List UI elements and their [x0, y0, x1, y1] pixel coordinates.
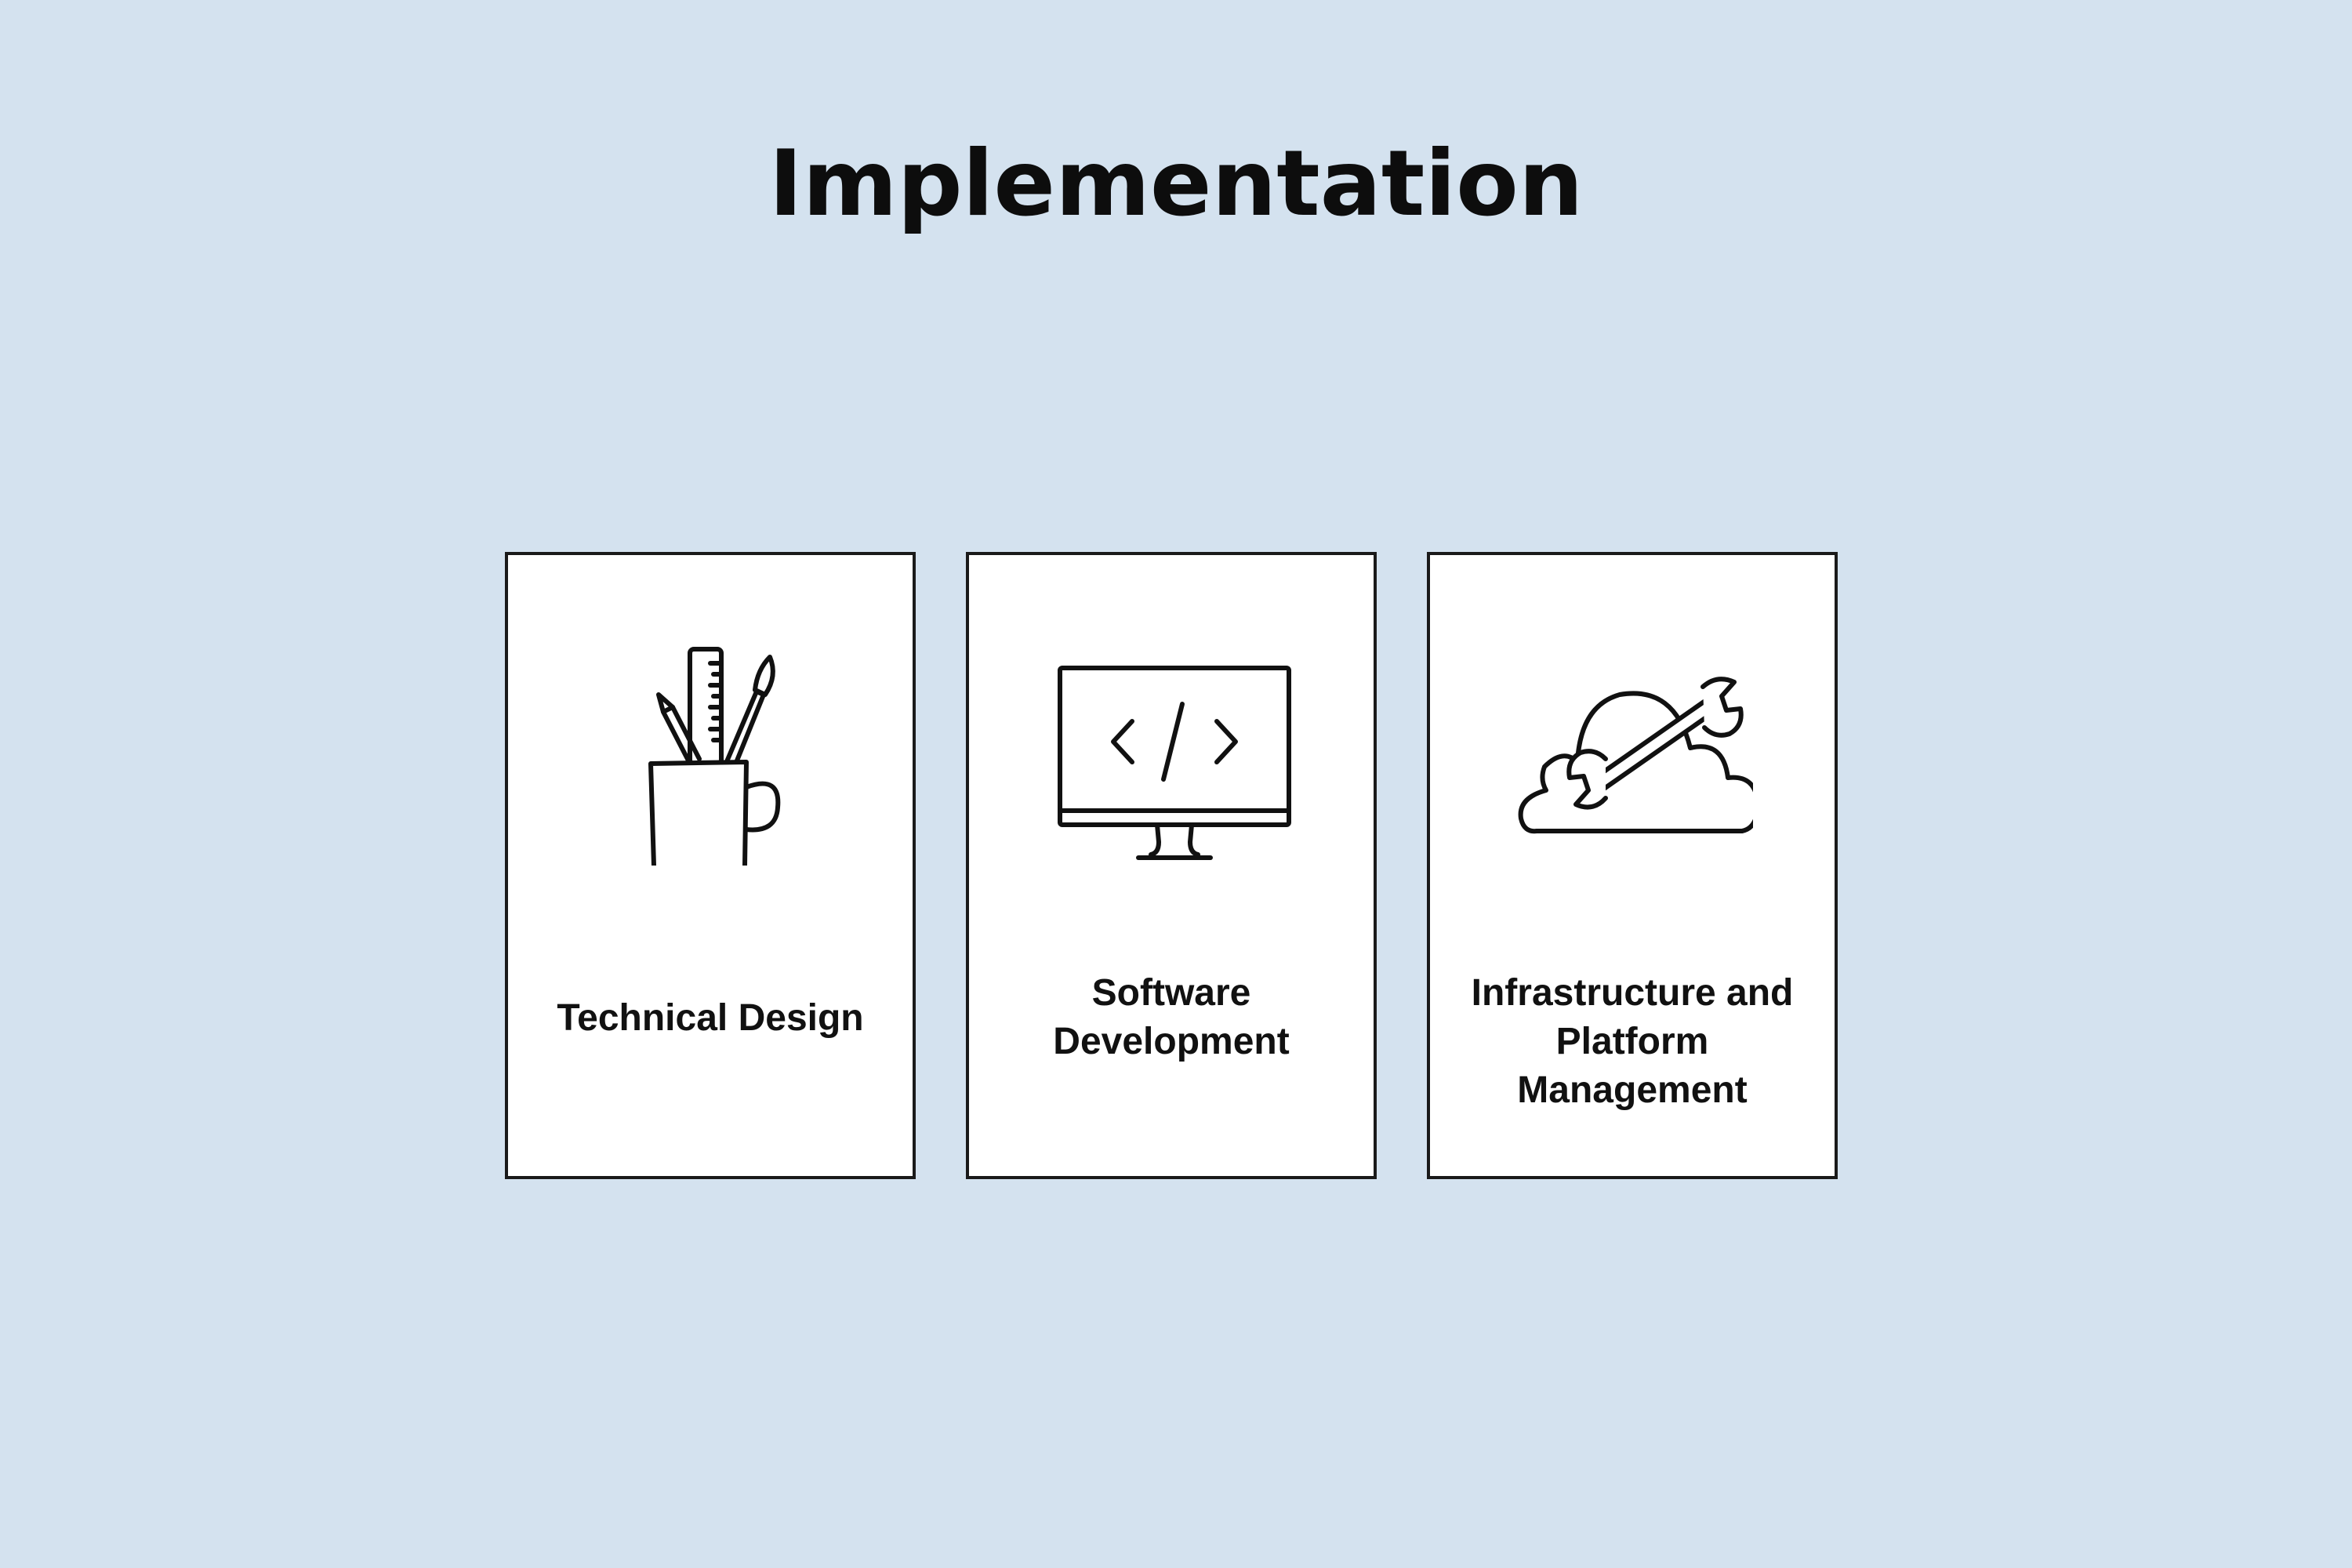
- card-infrastructure-platform: Infrastructure and Platform Management: [1427, 552, 1838, 1179]
- pencil-cup-icon: [596, 630, 831, 866]
- code-monitor-icon: [1057, 630, 1292, 866]
- card-label-software-development: Software Development: [1053, 972, 1290, 1062]
- card-technical-design: Technical Design: [505, 552, 916, 1179]
- card-software-development: Software Development: [966, 552, 1377, 1179]
- card-label-infrastructure-platform: Infrastructure and Platform Management: [1471, 972, 1794, 1111]
- card-label-technical-design: Technical Design: [557, 997, 864, 1039]
- page-title: Implementation: [768, 131, 1584, 237]
- card-row: Technical Design Software Development: [505, 552, 1838, 1179]
- cloud-wrench-icon: [1518, 630, 1753, 866]
